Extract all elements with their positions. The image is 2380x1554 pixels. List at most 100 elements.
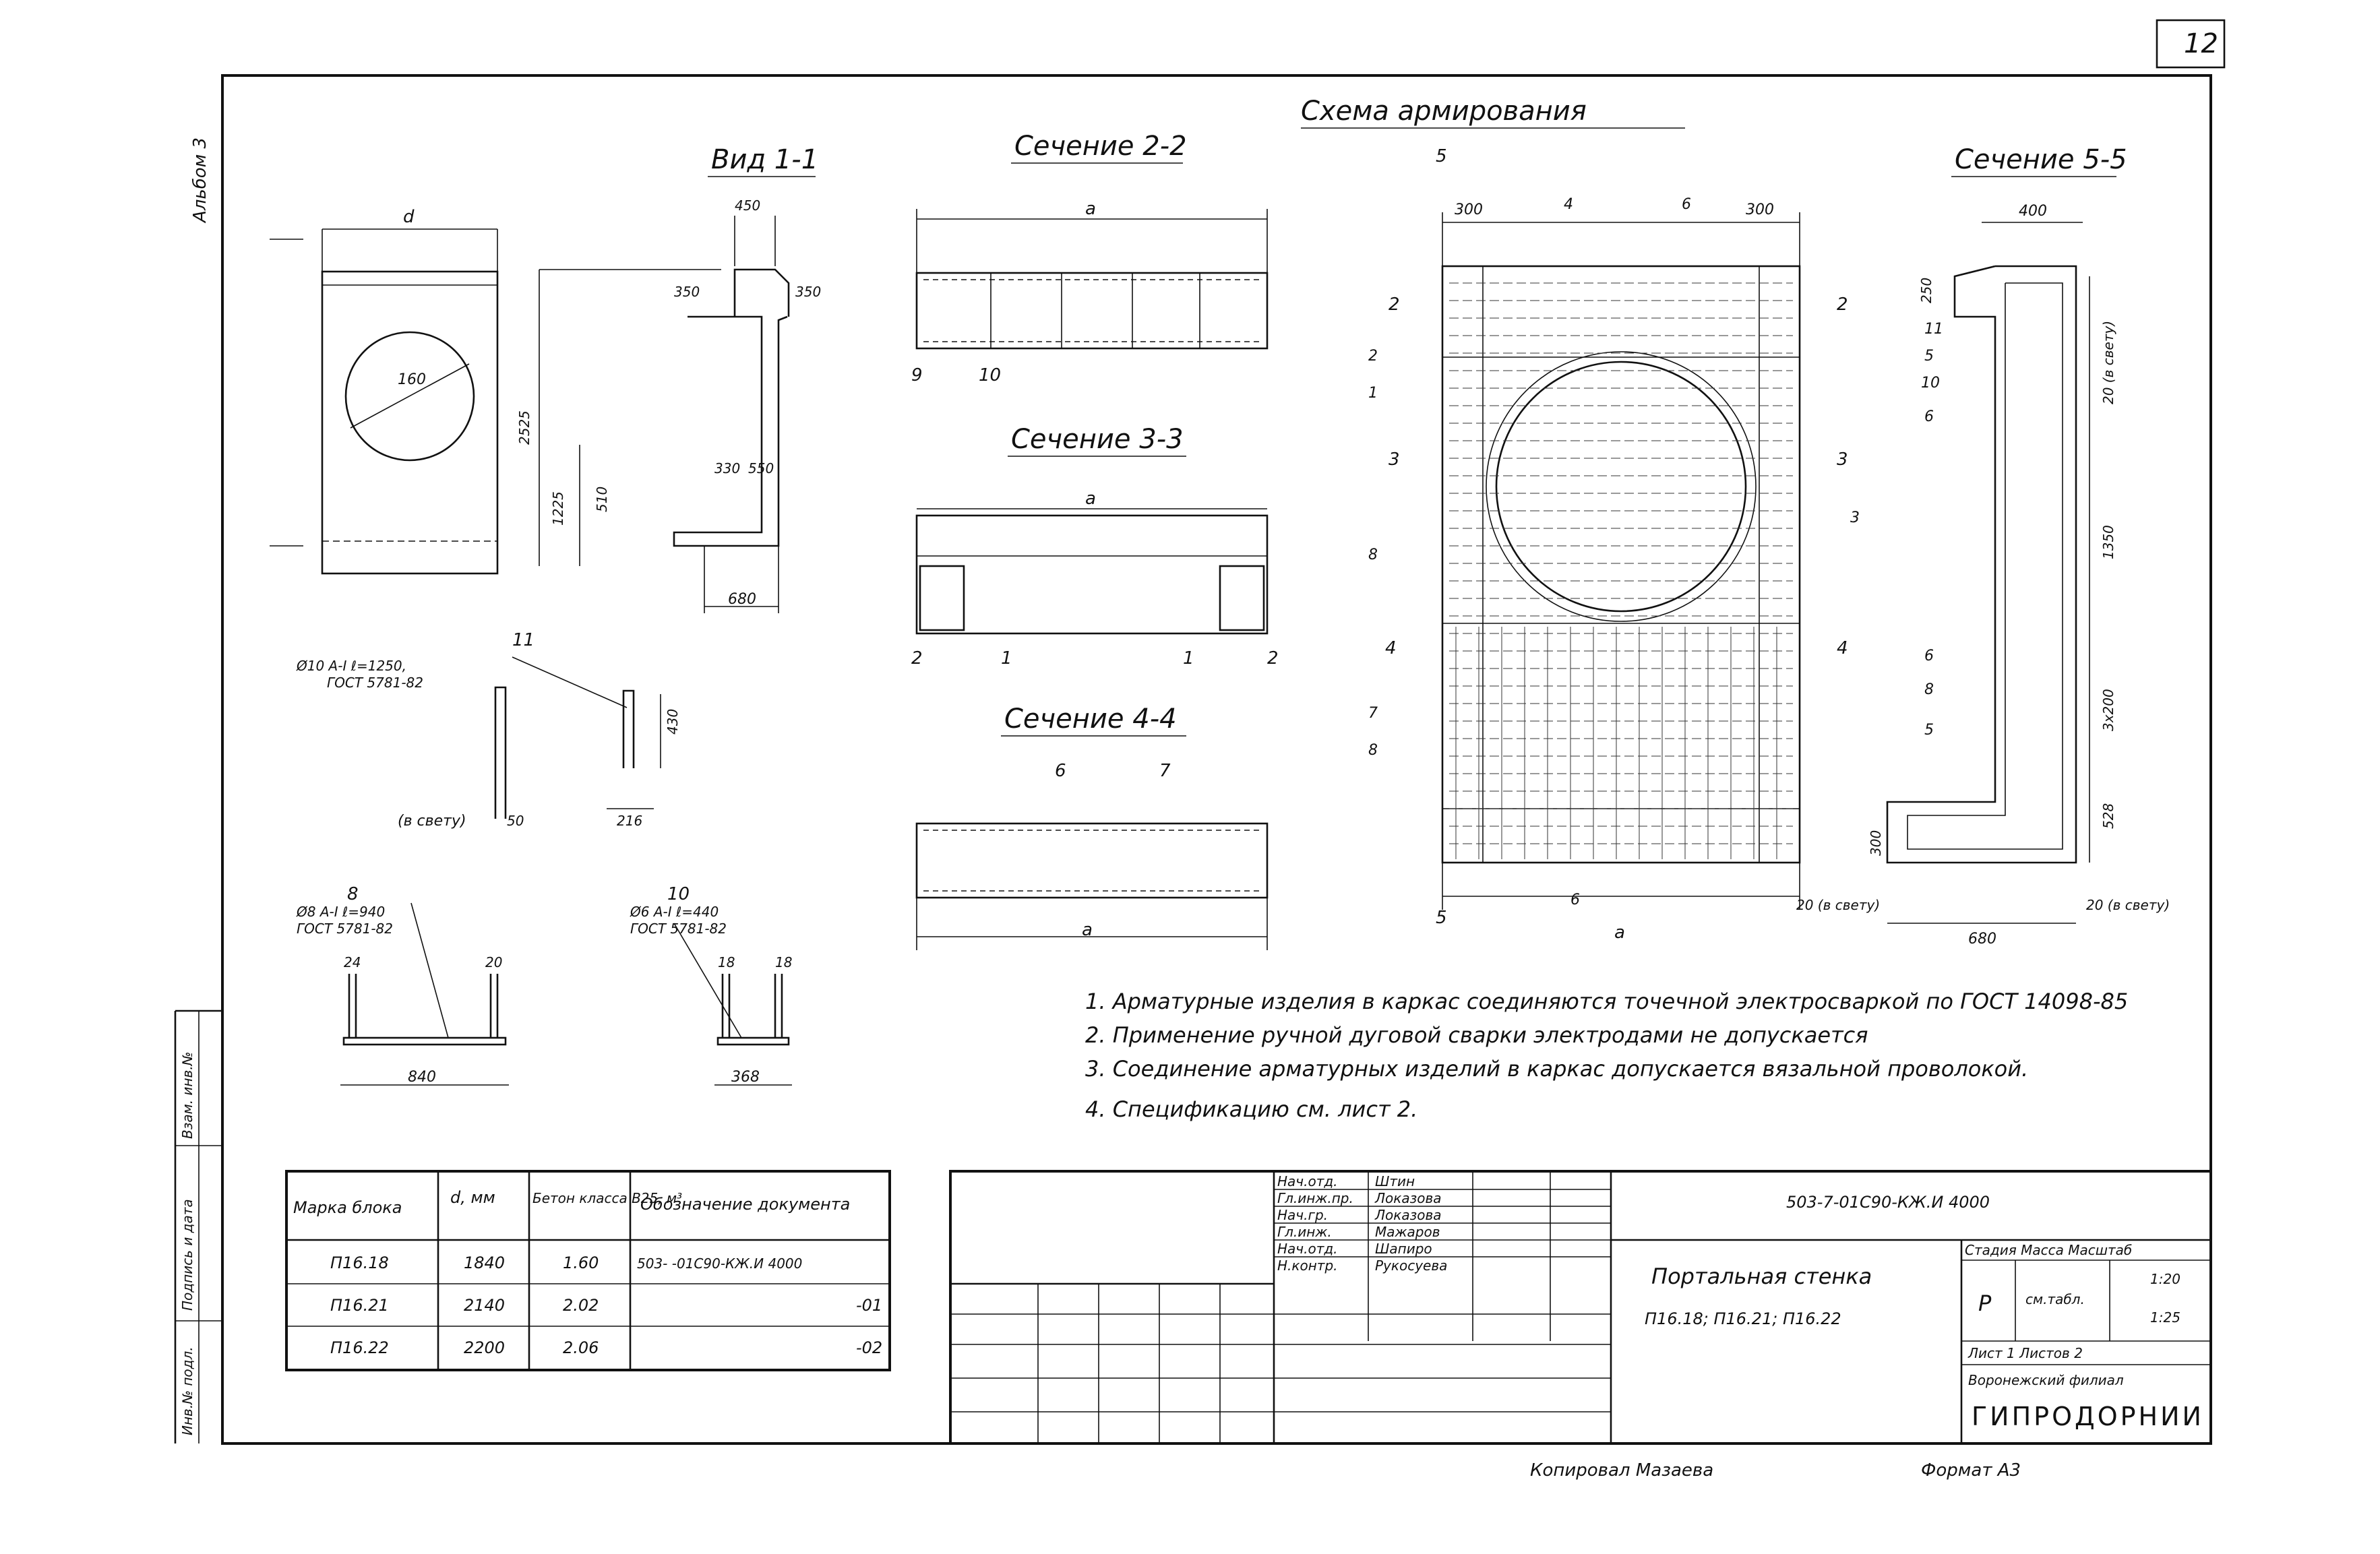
sec55-mark-6b: 6 <box>1924 648 1934 664</box>
detail-11-gost: ГОСТ 5781-82 <box>327 675 423 691</box>
sec55-dim-3x200: 3х200 <box>2100 689 2116 731</box>
sec33-dim-a: a <box>1085 489 1096 509</box>
block-table <box>285 1170 891 1371</box>
sec55-dim-300: 300 <box>1868 830 1884 856</box>
sec55-dim-clear-top: 20 (в свету) <box>2100 321 2116 404</box>
table-hdr-mark: Марка блока <box>293 1198 402 1217</box>
scheme-drawing <box>1441 212 1801 910</box>
sec55-dim-clear-r: 20 (в свету) <box>2086 897 2170 913</box>
sec55-mark-6a: 6 <box>1924 408 1934 425</box>
tb-name-6: Рукосуева <box>1375 1257 1447 1274</box>
tb-stage: Р <box>1978 1291 1992 1316</box>
detail-10-mark: 10 <box>667 884 690 904</box>
sec55-mark-8: 8 <box>1924 681 1934 698</box>
detail-11-dim-430: 430 <box>665 709 681 735</box>
tb-stage-hdr: Стадия Масса Масштаб <box>1965 1242 2132 1258</box>
detail-8-dim-20: 20 <box>485 954 502 970</box>
table-r3-d: 2200 <box>464 1338 505 1357</box>
sec33-mark-1a: 1 <box>1001 648 1012 669</box>
sec33-drawing <box>915 508 1269 635</box>
scheme-dim-a: a <box>1614 923 1625 943</box>
view11-drawing <box>539 216 790 613</box>
sec55-dim-1350: 1350 <box>2100 525 2116 559</box>
detail-11-mark: 11 <box>512 630 535 650</box>
plan-view <box>270 228 499 575</box>
view11-dim-1: 450 <box>735 197 760 214</box>
sec55-title: Сечение 5-5 <box>1955 144 2127 175</box>
table-r1-doc: 503- -01С90-КЖ.И 4000 <box>637 1255 802 1272</box>
sec33-mark-1b: 1 <box>1183 648 1194 669</box>
detail-11-clear: (в свету) <box>398 813 466 830</box>
detail-11-dim-216: 216 <box>617 813 642 829</box>
sec44-dim-a: a <box>1082 920 1093 940</box>
sec44-mark-7: 7 <box>1159 761 1171 781</box>
tb-role-4: Гл.инж. <box>1277 1224 1332 1240</box>
scheme-dim-300a: 300 <box>1455 201 1483 218</box>
scheme-cut-5-top: 5 <box>1436 146 1447 166</box>
sheet-frame <box>174 19 2226 1445</box>
sec55-dim-680: 680 <box>1968 931 1996 947</box>
detail-10-dim-18a: 18 <box>718 954 735 970</box>
scheme-mark-1: 1 <box>1368 385 1378 402</box>
detail-8-dim-24: 24 <box>344 954 361 970</box>
table-hdr-d: d, мм <box>450 1188 495 1207</box>
detail-8-drawing <box>340 902 509 1086</box>
tb-name-line2: П16.18; П16.21; П16.22 <box>1645 1309 1841 1328</box>
scheme-mark-7: 7 <box>1368 705 1378 722</box>
footer-copied: Копировал Мазаева <box>1530 1460 1713 1481</box>
tb-name-line1: Портальная стенка <box>1651 1264 1872 1289</box>
tb-scale-2: 1:25 <box>2150 1309 2180 1326</box>
table-r3-mark: П16.22 <box>330 1338 389 1357</box>
table-r1-d: 1840 <box>464 1253 505 1272</box>
sec33-mark-2a: 2 <box>911 648 923 669</box>
table-r3-doc: -02 <box>856 1338 882 1357</box>
detail-11-spec: Ø10 А-I ℓ=1250, <box>296 658 406 674</box>
sec22-mark-10: 10 <box>979 365 1001 385</box>
scheme-cut-3-right: 3 <box>1837 449 1848 470</box>
table-r3-conc: 2.06 <box>563 1338 599 1357</box>
sec55-dim-528: 528 <box>2100 803 2116 829</box>
detail-8-gost: ГОСТ 5781-82 <box>297 921 393 937</box>
tb-name-2: Локазова <box>1374 1190 1442 1206</box>
album-label: Альбом 3 <box>190 137 210 224</box>
footer-format: Формат А3 <box>1921 1460 2021 1481</box>
detail-11-clear-dim: 50 <box>507 813 524 829</box>
view11-dim-2: 350 <box>795 284 821 300</box>
tb-mass: см.табл. <box>2025 1291 2085 1307</box>
note-1: 1. Арматурные изделия в каркас соединяют… <box>1085 989 2128 1014</box>
sec33-title: Сечение 3-3 <box>1011 424 1184 455</box>
note-3: 3. Соединение арматурных изделий в карка… <box>1085 1056 2028 1082</box>
sheet-number: 12 <box>2184 28 2218 59</box>
view11-title: Вид 1-1 <box>711 144 818 175</box>
detail-8-spec: Ø8 А-I ℓ=940 <box>296 904 385 920</box>
tb-name-3: Локазова <box>1374 1207 1442 1223</box>
scheme-mark-6-top: 6 <box>1682 196 1691 213</box>
scheme-mark-2: 2 <box>1368 348 1378 365</box>
title-block <box>949 1170 2212 1445</box>
detail-8-dim-840: 840 <box>408 1069 436 1086</box>
tb-org-2: ГИПРОДОРНИИ <box>1972 1402 2204 1431</box>
stamp-vzam-inv: Взам. инв.№ <box>179 1052 195 1139</box>
note-2: 2. Применение ручной дуговой сварки элек… <box>1085 1022 1868 1048</box>
detail-8-mark: 8 <box>347 884 359 904</box>
tb-role-2: Гл.инж.пр. <box>1277 1190 1353 1206</box>
tb-name-1: Штин <box>1375 1173 1415 1189</box>
sec22-drawing <box>915 209 1269 350</box>
scheme-cut-4-right: 4 <box>1837 638 1848 658</box>
scheme-title: Схема армирования <box>1301 96 1587 127</box>
sec55-dim-250: 250 <box>1918 278 1934 303</box>
table-hdr-doc: Обозначение документа <box>640 1195 850 1214</box>
stamp-sign-date: Подпись и дата <box>179 1199 195 1311</box>
scheme-mark-8a: 8 <box>1368 547 1378 563</box>
sec55-dim-400: 400 <box>2019 203 2047 220</box>
scheme-dim-300b: 300 <box>1746 201 1774 218</box>
detail-11-drawing <box>494 656 661 819</box>
view11-dim-6: 330 <box>714 460 740 476</box>
table-hdr-concrete: Бетон класса В25, м³ <box>532 1190 682 1206</box>
sec55-drawing <box>1886 222 2090 924</box>
scheme-cut-2-right: 2 <box>1837 294 1848 315</box>
tb-org-1: Воронежский филиал <box>1968 1372 2124 1388</box>
sec22-mark-9: 9 <box>911 365 923 385</box>
tb-name-4: Мажаров <box>1375 1224 1440 1240</box>
tb-role-6: Н.контр. <box>1277 1257 1338 1274</box>
